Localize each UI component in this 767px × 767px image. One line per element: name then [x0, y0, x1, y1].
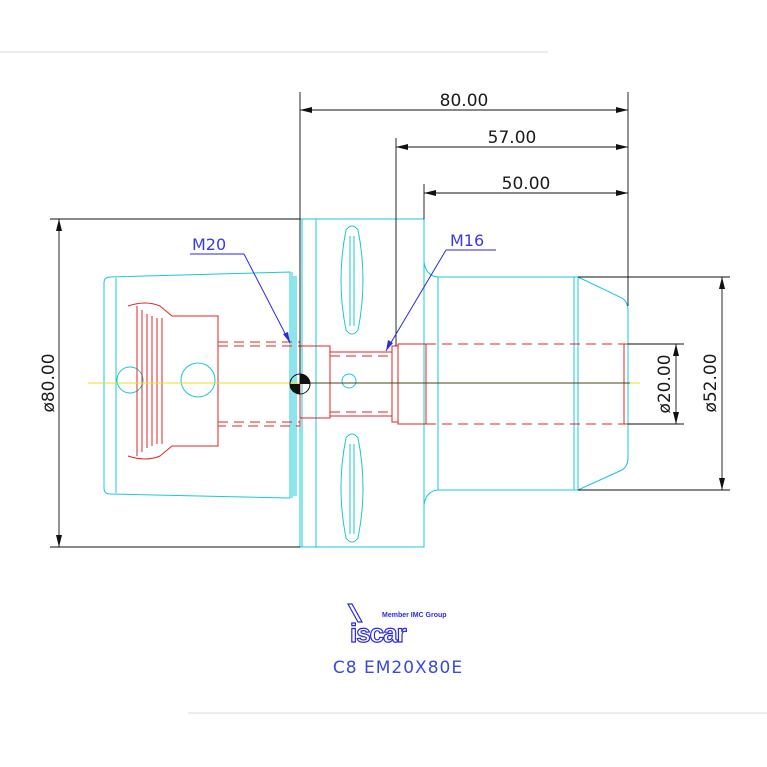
dimension-diameter-20-label: ø20.00	[655, 354, 675, 413]
dimension-80-label: 80.00	[440, 91, 489, 111]
dimension-diameter-20	[628, 343, 684, 425]
dimension-diameter-52	[578, 276, 730, 491]
dimension-57-label: 57.00	[488, 128, 537, 148]
callout-m16-leader	[385, 249, 496, 352]
dimension-diameter-52-label: ø52.00	[701, 353, 721, 412]
dimension-80	[299, 92, 629, 384]
dimension-diameter-80-label: ø80.00	[39, 353, 59, 412]
dimension-diameter-80	[50, 218, 300, 548]
brand-logo-mark: iscar	[350, 618, 407, 648]
part-outline	[103, 218, 629, 548]
gauge-point-marker	[289, 373, 311, 395]
dimension-50-label: 50.00	[502, 174, 551, 194]
brand-logo: Member IMC Group iscar	[346, 603, 447, 649]
hidden-features	[127, 302, 628, 460]
callout-m16-label: M16	[450, 231, 484, 250]
brand-tagline: Member IMC Group	[382, 612, 447, 619]
callout-m20-label: M20	[192, 235, 226, 254]
dimension-57	[395, 138, 628, 346]
dimension-50	[423, 184, 628, 219]
part-number: C8 EM20X80E	[333, 658, 463, 678]
callout-m20-leader	[190, 253, 291, 344]
sheet-frame	[0, 51, 767, 714]
